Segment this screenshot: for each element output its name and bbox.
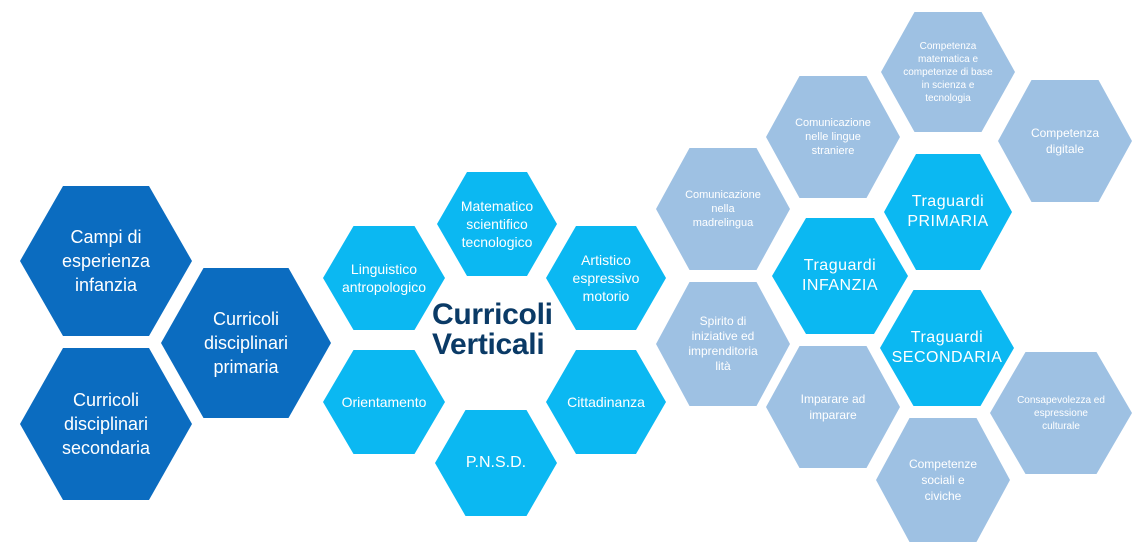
hex-comp-spirito: Spirito di iniziative ed imprenditoria l… bbox=[656, 282, 790, 406]
hex-label: Campi di esperienza infanzia bbox=[61, 227, 151, 295]
hex-comp-matematica: Competenza matematica e competenze di ba… bbox=[881, 12, 1015, 132]
title-line-1: Curricoli bbox=[432, 298, 553, 331]
hex-matematico: Matematico scientifico tecnologico bbox=[437, 172, 557, 276]
hex-orientamento: Orientamento bbox=[323, 350, 445, 454]
hex-label: Competenze sociali e civiche bbox=[908, 457, 978, 503]
hex-label: Competenza digitale bbox=[1030, 126, 1100, 156]
hex-label: Cittadinanza bbox=[567, 394, 645, 410]
hex-label: Linguistico antropologico bbox=[341, 261, 427, 295]
title-line-2: Verticali bbox=[432, 328, 545, 361]
hex-curricoli-secondaria: Curricoli disciplinari secondaria bbox=[20, 348, 192, 500]
hex-label: Competenza matematica e competenze di ba… bbox=[903, 40, 993, 104]
hex-traguardi-infanzia: Traguardi INFANZIA bbox=[772, 218, 908, 334]
hex-label: Curricoli disciplinari secondaria bbox=[61, 390, 151, 458]
hex-traguardi-secondaria: Traguardi SECONDARIA bbox=[880, 290, 1014, 406]
hex-comp-imparare: Imparare ad imparare bbox=[766, 346, 900, 468]
hex-label: Traguardi INFANZIA bbox=[801, 257, 878, 294]
hex-label: Imparare ad imparare bbox=[800, 392, 866, 422]
hex-label: Consapevolezza ed espressione culturale bbox=[1017, 394, 1105, 432]
hex-label: Artistico espressivo motorio bbox=[572, 252, 640, 304]
hex-label: Comunicazione nella madrelingua bbox=[685, 189, 761, 229]
hex-label: Matematico scientifico tecnologico bbox=[460, 198, 534, 250]
hex-cittadinanza: Cittadinanza bbox=[546, 350, 666, 454]
hex-traguardi-primaria: Traguardi PRIMARIA bbox=[884, 154, 1012, 270]
hex-comp-consapevolezza: Consapevolezza ed espressione culturale bbox=[990, 352, 1132, 474]
hex-comp-digitale: Competenza digitale bbox=[998, 80, 1132, 202]
hex-label: P.N.S.D. bbox=[465, 454, 527, 471]
hex-artistico: Artistico espressivo motorio bbox=[546, 226, 666, 330]
diagram-title: Curricoli Verticali bbox=[432, 300, 553, 360]
hex-comp-lingue-straniere: Comunicazione nelle lingue straniere bbox=[766, 76, 900, 198]
hex-label: Traguardi PRIMARIA bbox=[907, 193, 989, 230]
hex-linguistico: Linguistico antropologico bbox=[323, 226, 445, 330]
hex-label: Comunicazione nelle lingue straniere bbox=[795, 117, 871, 157]
hex-comp-sociali: Competenze sociali e civiche bbox=[876, 418, 1010, 542]
hex-label: Orientamento bbox=[341, 394, 427, 410]
hex-campi-esperienza-infanzia: Campi di esperienza infanzia bbox=[20, 186, 192, 336]
hex-label: Traguardi SECONDARIA bbox=[891, 329, 1003, 366]
hex-label: Spirito di iniziative ed imprenditoria l… bbox=[688, 314, 758, 373]
hex-curricoli-primaria: Curricoli disciplinari primaria bbox=[161, 268, 331, 418]
hex-pnsd: P.N.S.D. bbox=[435, 410, 557, 516]
hex-comp-madrelingua: Comunicazione nella madrelingua bbox=[656, 148, 790, 270]
hex-label: Curricoli disciplinari primaria bbox=[203, 309, 289, 377]
